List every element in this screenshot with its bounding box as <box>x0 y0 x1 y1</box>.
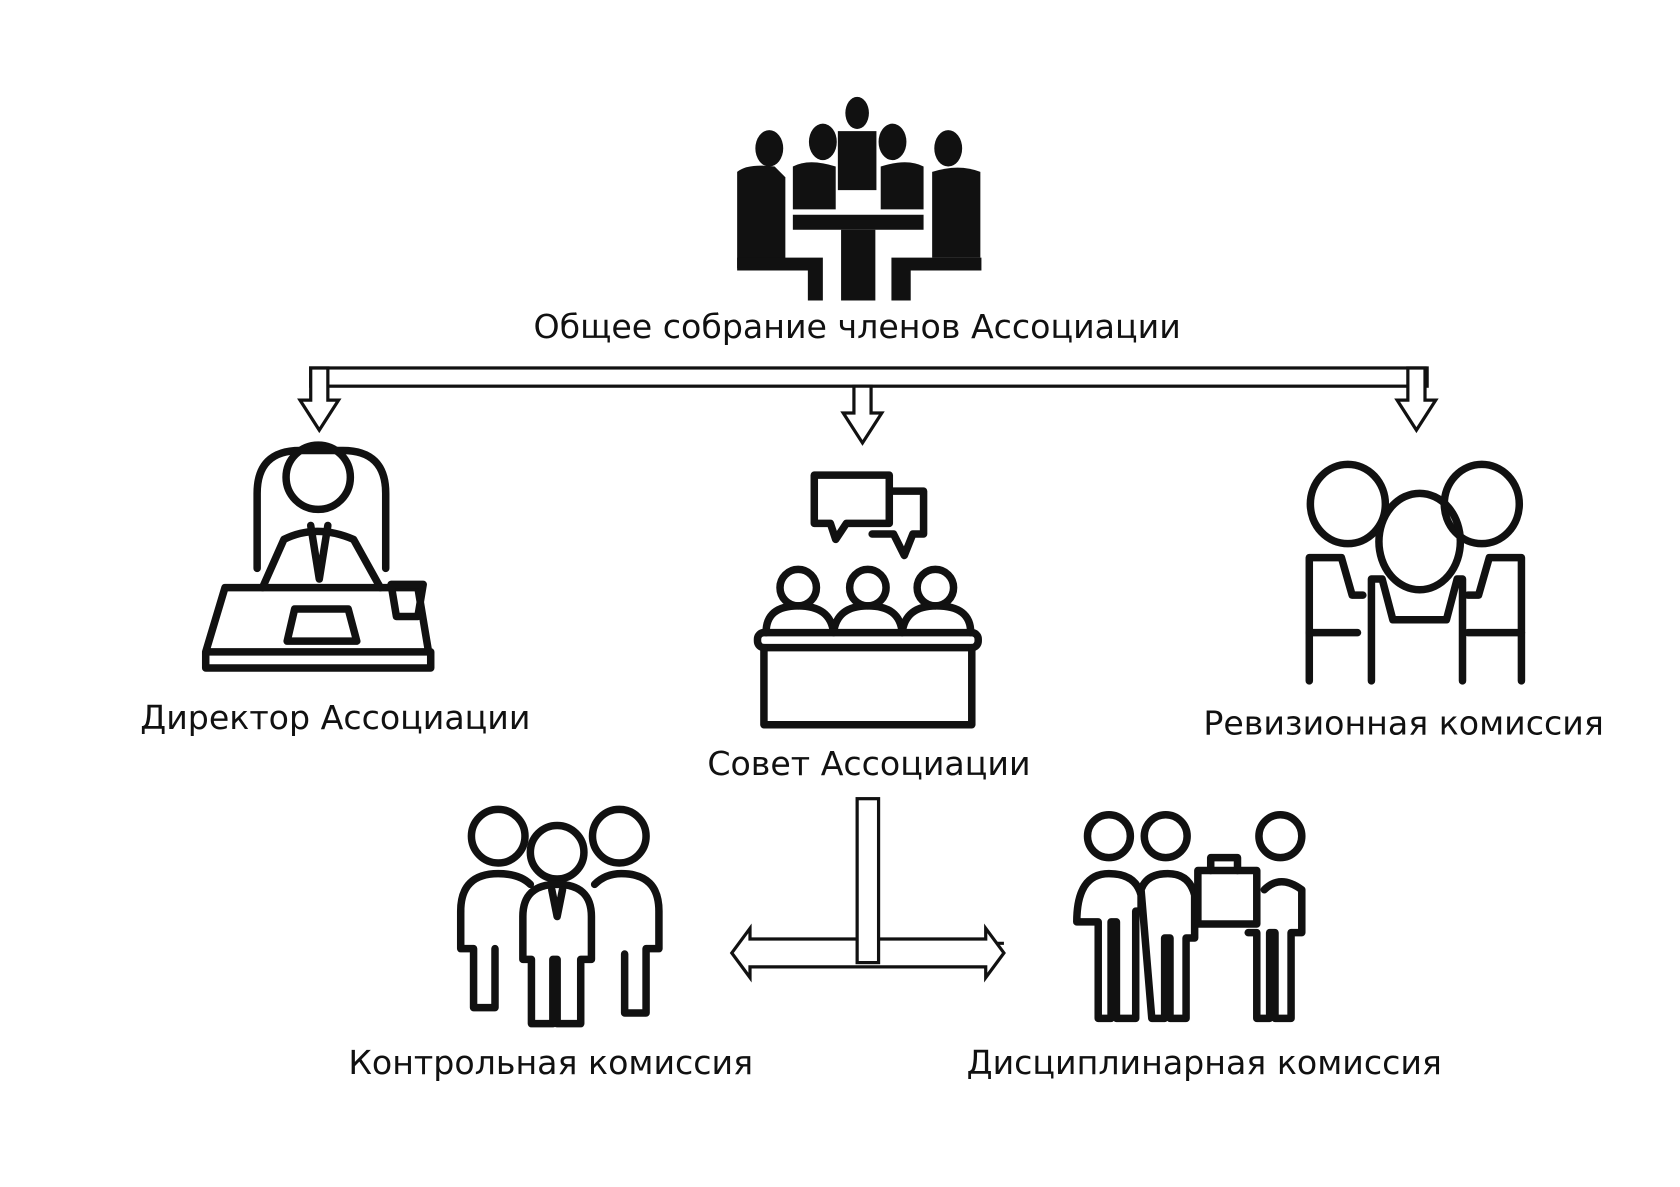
control-commission-label: Контрольная комиссия <box>348 1043 753 1082</box>
meeting-icon <box>737 96 982 301</box>
audit-commission-icon <box>1305 460 1526 685</box>
general-meeting-label: Общее собрание членов Ассоциации <box>534 307 1181 346</box>
director-icon <box>201 441 435 672</box>
council-commission-connector <box>729 797 1006 983</box>
disciplinary-commission-icon <box>1073 810 1306 1023</box>
disciplinary-commission-label: Дисциплинарная комиссия <box>967 1043 1442 1082</box>
council-label: Совет Ассоциации <box>707 744 1030 783</box>
director-label: Директор Ассоциации <box>140 698 530 737</box>
council-icon <box>753 471 982 729</box>
audit-commission-label: Ревизионная комиссия <box>1203 703 1603 742</box>
distribution-arrows <box>297 366 1439 446</box>
control-commission-icon <box>456 805 663 1028</box>
